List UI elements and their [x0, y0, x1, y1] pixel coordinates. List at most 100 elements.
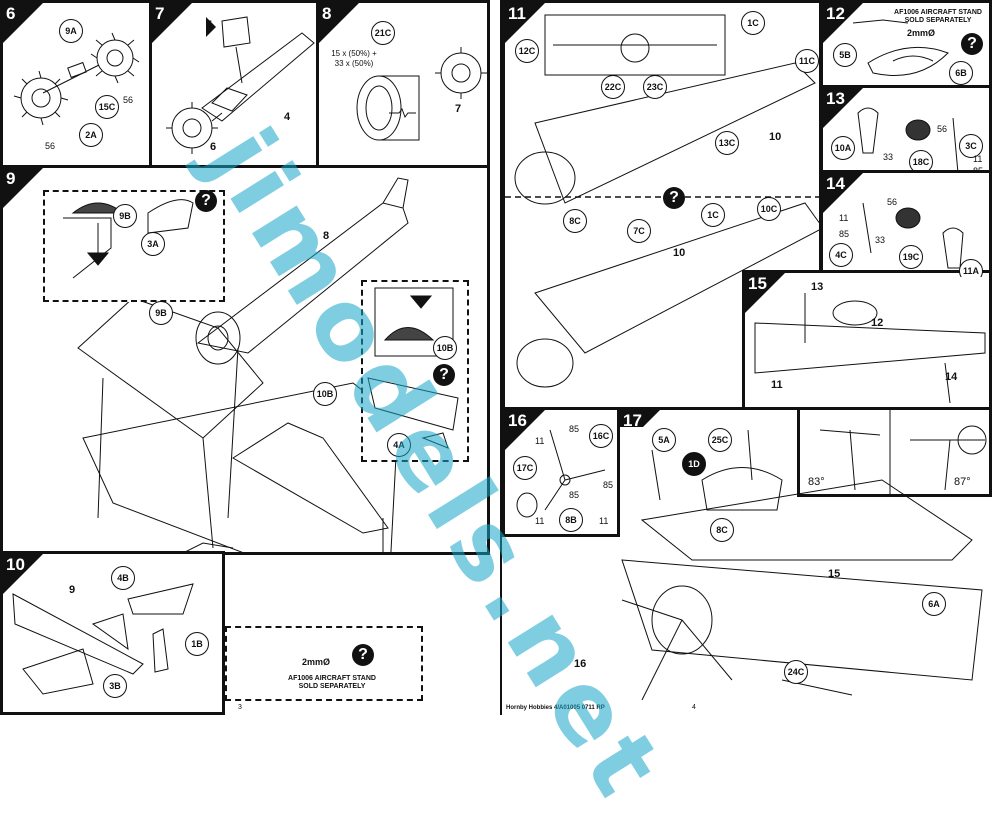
question-icon: ? — [663, 187, 685, 209]
part-22C: 22C — [601, 75, 625, 99]
step-14-drawing — [862, 202, 964, 269]
footer-code: Hornby Hobbies 4/A01005 0711 RP — [506, 705, 605, 711]
step-12-drawing — [852, 19, 949, 76]
ref-6: 6 — [210, 141, 217, 153]
part-1C: 1C — [741, 11, 765, 35]
step-13-number: 13 — [826, 89, 845, 108]
ref-arrow-5 — [206, 17, 216, 37]
step-17-panel: 17 — [617, 407, 800, 427]
step-9-detail-drawing — [63, 199, 194, 279]
question-icon: ? — [961, 33, 983, 55]
step-15-drawing — [754, 293, 986, 404]
paint-ref: 85 — [973, 166, 984, 173]
stand-note: AF1006 AIRCRAFT STAND SOLD SEPARATELY — [894, 9, 982, 24]
question-icon: ? — [433, 364, 455, 386]
ref-5: 5 — [206, 19, 213, 31]
part-1D: 1D — [682, 452, 706, 476]
part-1C: 1C — [701, 203, 725, 227]
step-8-panel: 8 21C 15 x (50%) + 33 x (50%) 7 — [316, 0, 490, 168]
step-16-drawing — [516, 429, 606, 518]
part-4A: 4A — [387, 433, 411, 457]
part-6A: 6A — [922, 592, 946, 616]
step-13-panel: 13 10A 18C 3C 56 33 11 85 — [820, 85, 992, 173]
step-16-panel: 16 16C 17C 8B 11 85 85 85 11 11 — [502, 407, 620, 537]
paint-ref: 56 — [887, 197, 898, 207]
part-1B: 1B — [185, 632, 209, 656]
part-11C: 11C — [795, 49, 819, 73]
part-5B: 5B — [833, 43, 857, 67]
step-14-number: 14 — [826, 174, 845, 193]
angle-label: 87° — [954, 476, 971, 488]
ref-12: 12 — [871, 317, 884, 329]
step-16-number: 16 — [508, 411, 527, 430]
stand-note-box — [225, 626, 423, 701]
step-8-drawing — [356, 47, 487, 141]
step-9-detail-right-drawing — [367, 287, 459, 449]
ref-11: 11 — [771, 379, 783, 391]
drill-note: 2mmØ — [301, 657, 330, 667]
step-10-panel: 10 4B 1B 3B 9 — [0, 551, 225, 715]
question-icon: ? — [195, 190, 217, 212]
part-17C: 17C — [513, 456, 537, 480]
step-17-number: 17 — [623, 411, 642, 427]
part-15C: 15C — [95, 95, 119, 119]
step-10-number: 10 — [6, 555, 25, 574]
paint-ref: 56 — [123, 95, 134, 105]
step-6-panel: 6 9A 15C 2A 56 56 — [0, 0, 152, 168]
step-17-drawing — [621, 429, 983, 701]
part-6B: 6B — [949, 61, 973, 85]
part-25C: 25C — [708, 428, 732, 452]
part-13C: 13C — [715, 131, 739, 155]
paint-ref: 11 — [535, 436, 545, 446]
paint-ref: 11 — [839, 213, 849, 223]
part-8B: 8B — [559, 508, 583, 532]
step-14-panel: 14 4C 19C 11A 11 85 56 33 — [820, 170, 992, 280]
paint-ref: 11 — [599, 516, 609, 526]
ref-14: 14 — [945, 371, 958, 383]
part-24C: 24C — [784, 660, 808, 684]
paint-mix-note: 15 x (50%) + 33 x (50%) — [331, 49, 377, 68]
ref-10: 10 — [769, 131, 782, 143]
part-2A: 2A — [79, 123, 103, 147]
paint-ref: 85 — [569, 490, 580, 500]
part-18C: 18C — [909, 150, 933, 170]
step-13-drawing — [857, 107, 959, 170]
ref-13: 13 — [811, 281, 824, 293]
ref-10: 10 — [673, 247, 686, 259]
right-page: 11 12C 1C 11C 22C 23C 13C ? 8C 7C 1C 10C… — [500, 0, 992, 715]
step-15-number: 15 — [748, 274, 767, 293]
part-21C: 21C — [371, 21, 395, 45]
part-10A: 10A — [831, 136, 855, 160]
stand-note: AF1006 AIRCRAFT STAND SOLD SEPARATELY — [288, 675, 376, 690]
part-4B: 4B — [111, 566, 135, 590]
ref-16: 16 — [574, 658, 587, 670]
part-8C: 8C — [710, 518, 734, 542]
part-10C: 10C — [757, 197, 781, 221]
part-9B: 9B — [149, 301, 173, 325]
step-8-number: 8 — [322, 4, 332, 23]
ref-9: 9 — [69, 584, 76, 596]
drill-note: 2mmØ — [906, 28, 935, 38]
part-5A: 5A — [652, 428, 676, 452]
paint-ref: 85 — [569, 424, 580, 434]
page-number: 3 — [238, 704, 242, 711]
step-9-panel: 9 — [0, 165, 490, 555]
part-3B: 3B — [103, 674, 127, 698]
step-11-number: 11 — [508, 4, 526, 23]
part-10B: 10B — [313, 382, 337, 406]
part-3C: 3C — [959, 134, 983, 158]
angle-detail-panel: 83° 87° — [797, 407, 992, 497]
paint-ref: 85 — [839, 229, 850, 239]
part-10B: 10B — [433, 336, 457, 360]
left-page: 6 9A 15C 2A 56 56 7 — [0, 0, 492, 715]
ref-8: 8 — [323, 230, 330, 242]
part-19C: 19C — [899, 245, 923, 269]
paint-ref: 11 — [973, 154, 983, 164]
step-7-panel: 7 5 4 6 — [149, 0, 319, 168]
part-3A: 3A — [141, 232, 165, 256]
step-9-number: 9 — [6, 169, 16, 188]
part-9A: 9A — [59, 19, 83, 43]
step-6-drawing — [13, 32, 140, 126]
part-12C: 12C — [515, 39, 539, 63]
step-15-panel: 15 13 12 11 14 — [742, 270, 992, 410]
